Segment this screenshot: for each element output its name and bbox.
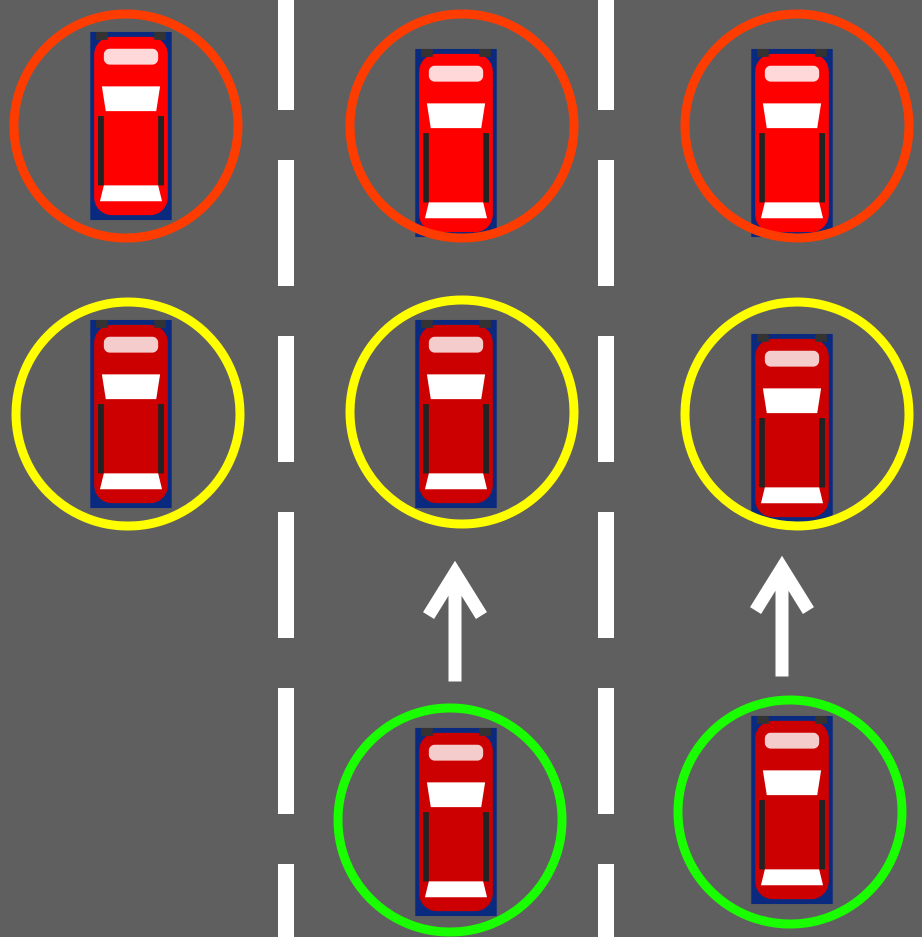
red-marker-ring	[345, 9, 579, 243]
car-icon	[415, 319, 497, 509]
lane-divider-2	[598, 0, 614, 937]
yellow-marker-ring	[345, 295, 579, 529]
car-lane2-bottom	[333, 703, 567, 937]
car-icon	[751, 715, 833, 905]
car-icon	[90, 31, 172, 221]
car-lane1-middle	[11, 297, 245, 531]
yellow-marker-ring	[11, 297, 245, 531]
green-marker-ring	[333, 703, 567, 937]
car-lane3-top	[680, 9, 914, 243]
car-lane2-middle	[345, 295, 579, 529]
car-icon	[415, 48, 497, 238]
car-lane3-middle	[680, 297, 914, 531]
red-marker-ring	[9, 9, 243, 243]
car-lane3-bottom	[673, 695, 907, 929]
car-lane2-top	[345, 9, 579, 243]
red-marker-ring	[680, 9, 914, 243]
car-lane1-top	[9, 9, 243, 243]
car-icon	[751, 333, 833, 523]
arrow-up-icon	[423, 560, 487, 682]
car-icon	[415, 727, 497, 917]
green-marker-ring	[673, 695, 907, 929]
car-icon	[751, 48, 833, 238]
arrow-up-icon	[750, 555, 814, 677]
yellow-marker-ring	[680, 297, 914, 531]
lane-divider-1	[278, 0, 294, 937]
car-icon	[90, 319, 172, 509]
